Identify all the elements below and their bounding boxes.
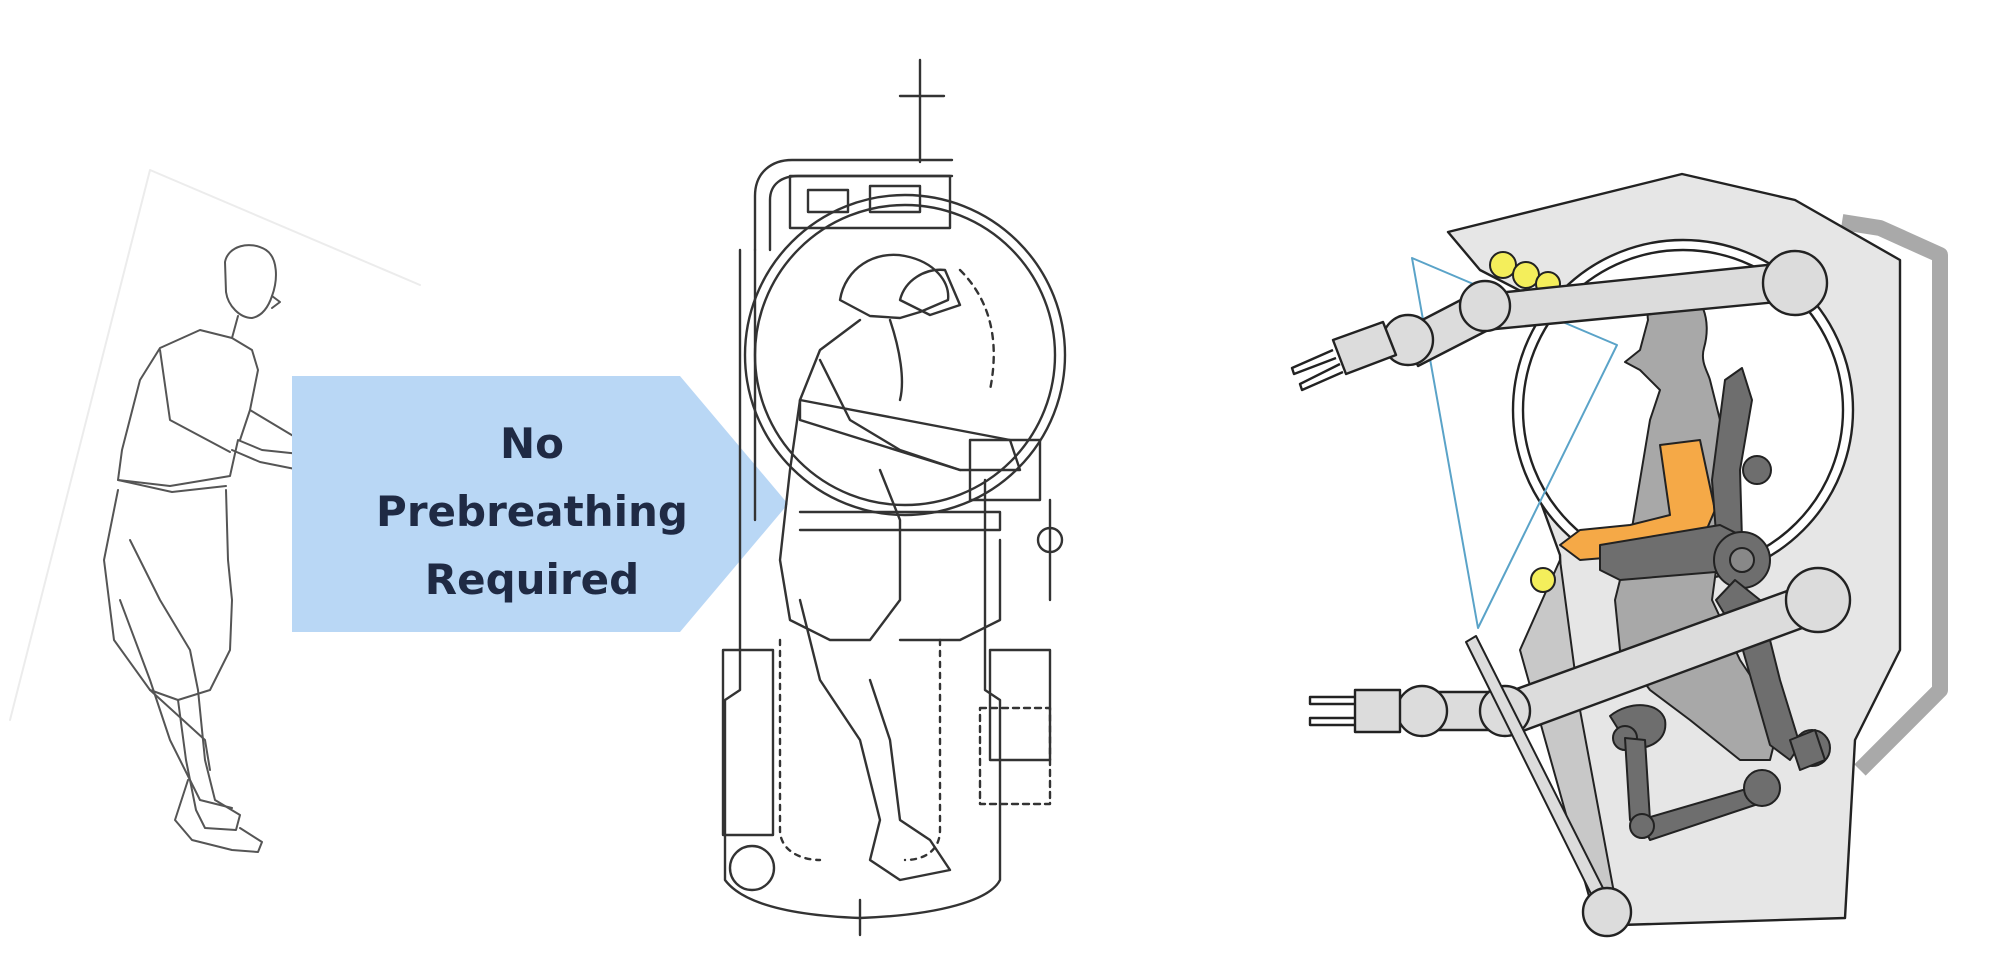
seat-frame [1599, 367, 1831, 841]
occupant-torso [778, 318, 904, 642]
no-prebreathing-arrow [292, 376, 788, 632]
arrow-label-line-2: Prebreathing [376, 487, 688, 536]
upper-arm-elbow-joint [1458, 279, 1512, 333]
lower-arm-shoulder-joint [1784, 566, 1852, 634]
sensor-pod-4 [1530, 567, 1556, 593]
occupant-arm-highlight [1559, 439, 1716, 561]
arrow-label: No Prebreathing Required [292, 392, 772, 632]
seat-rear-link [1789, 729, 1826, 771]
person-nose [271, 295, 281, 309]
bottom-wheel [1581, 886, 1633, 938]
capsule-dome-inner [753, 203, 1057, 507]
person-knee [149, 689, 211, 771]
capsule-top-pipe [753, 158, 954, 252]
person-figure [9, 169, 421, 853]
capsule-lower-box [898, 538, 1002, 642]
person-head [224, 244, 277, 319]
person-back-leg [119, 599, 233, 809]
capsule-right-box [978, 706, 1052, 806]
occupant-leg [798, 598, 952, 882]
person-hips [103, 489, 233, 701]
person-belt [117, 479, 227, 493]
sensor-pod-1 [1489, 251, 1517, 279]
person-upper-arm [159, 349, 231, 453]
capsule-right-tank [988, 648, 1052, 762]
seat-hip-joint-core [1729, 547, 1755, 573]
upper-manipulator-arm [1290, 249, 1829, 392]
robotic-capsule [1290, 172, 1948, 938]
capsule-left-tank [721, 648, 775, 837]
capsule-inner-dashes [778, 638, 942, 862]
seat-base-joint-right [1743, 769, 1781, 807]
capsule-control-panel [968, 438, 1042, 502]
occupant-arm [818, 358, 962, 472]
capsule-dome-dash [958, 268, 995, 392]
capsule-antenna [898, 58, 946, 164]
capsule-bottom-wheel [728, 844, 776, 892]
capsule-back-rail [1840, 214, 1948, 776]
capsule-top-panel [806, 188, 850, 214]
upper-arm-shoulder-joint [1761, 249, 1829, 317]
capsule-control-desk [798, 398, 1022, 472]
lower-arm-gripper-base [1353, 688, 1402, 734]
occupant-helmet [838, 253, 950, 320]
occupant-visor [898, 268, 962, 317]
person-foot [174, 779, 263, 853]
lower-arm-wrist-joint [1395, 684, 1449, 738]
person-shirt-front [231, 337, 259, 441]
lower-arm-gripper-fingers [1308, 695, 1355, 727]
upper-arm-gripper-base [1331, 320, 1398, 376]
background-wedge [9, 169, 421, 721]
upper-arm-gripper-fingers [1290, 348, 1344, 392]
seat-base-joint-left [1629, 813, 1655, 839]
arrow-label-line-1: No [499, 419, 564, 468]
capsule-cutaway [721, 58, 1067, 937]
capsule-inner-pipe [768, 174, 954, 252]
arrow-label-line-3: Required [424, 555, 640, 604]
seat-joint-upper [1742, 455, 1772, 485]
capsule-dome-outer [743, 193, 1067, 517]
